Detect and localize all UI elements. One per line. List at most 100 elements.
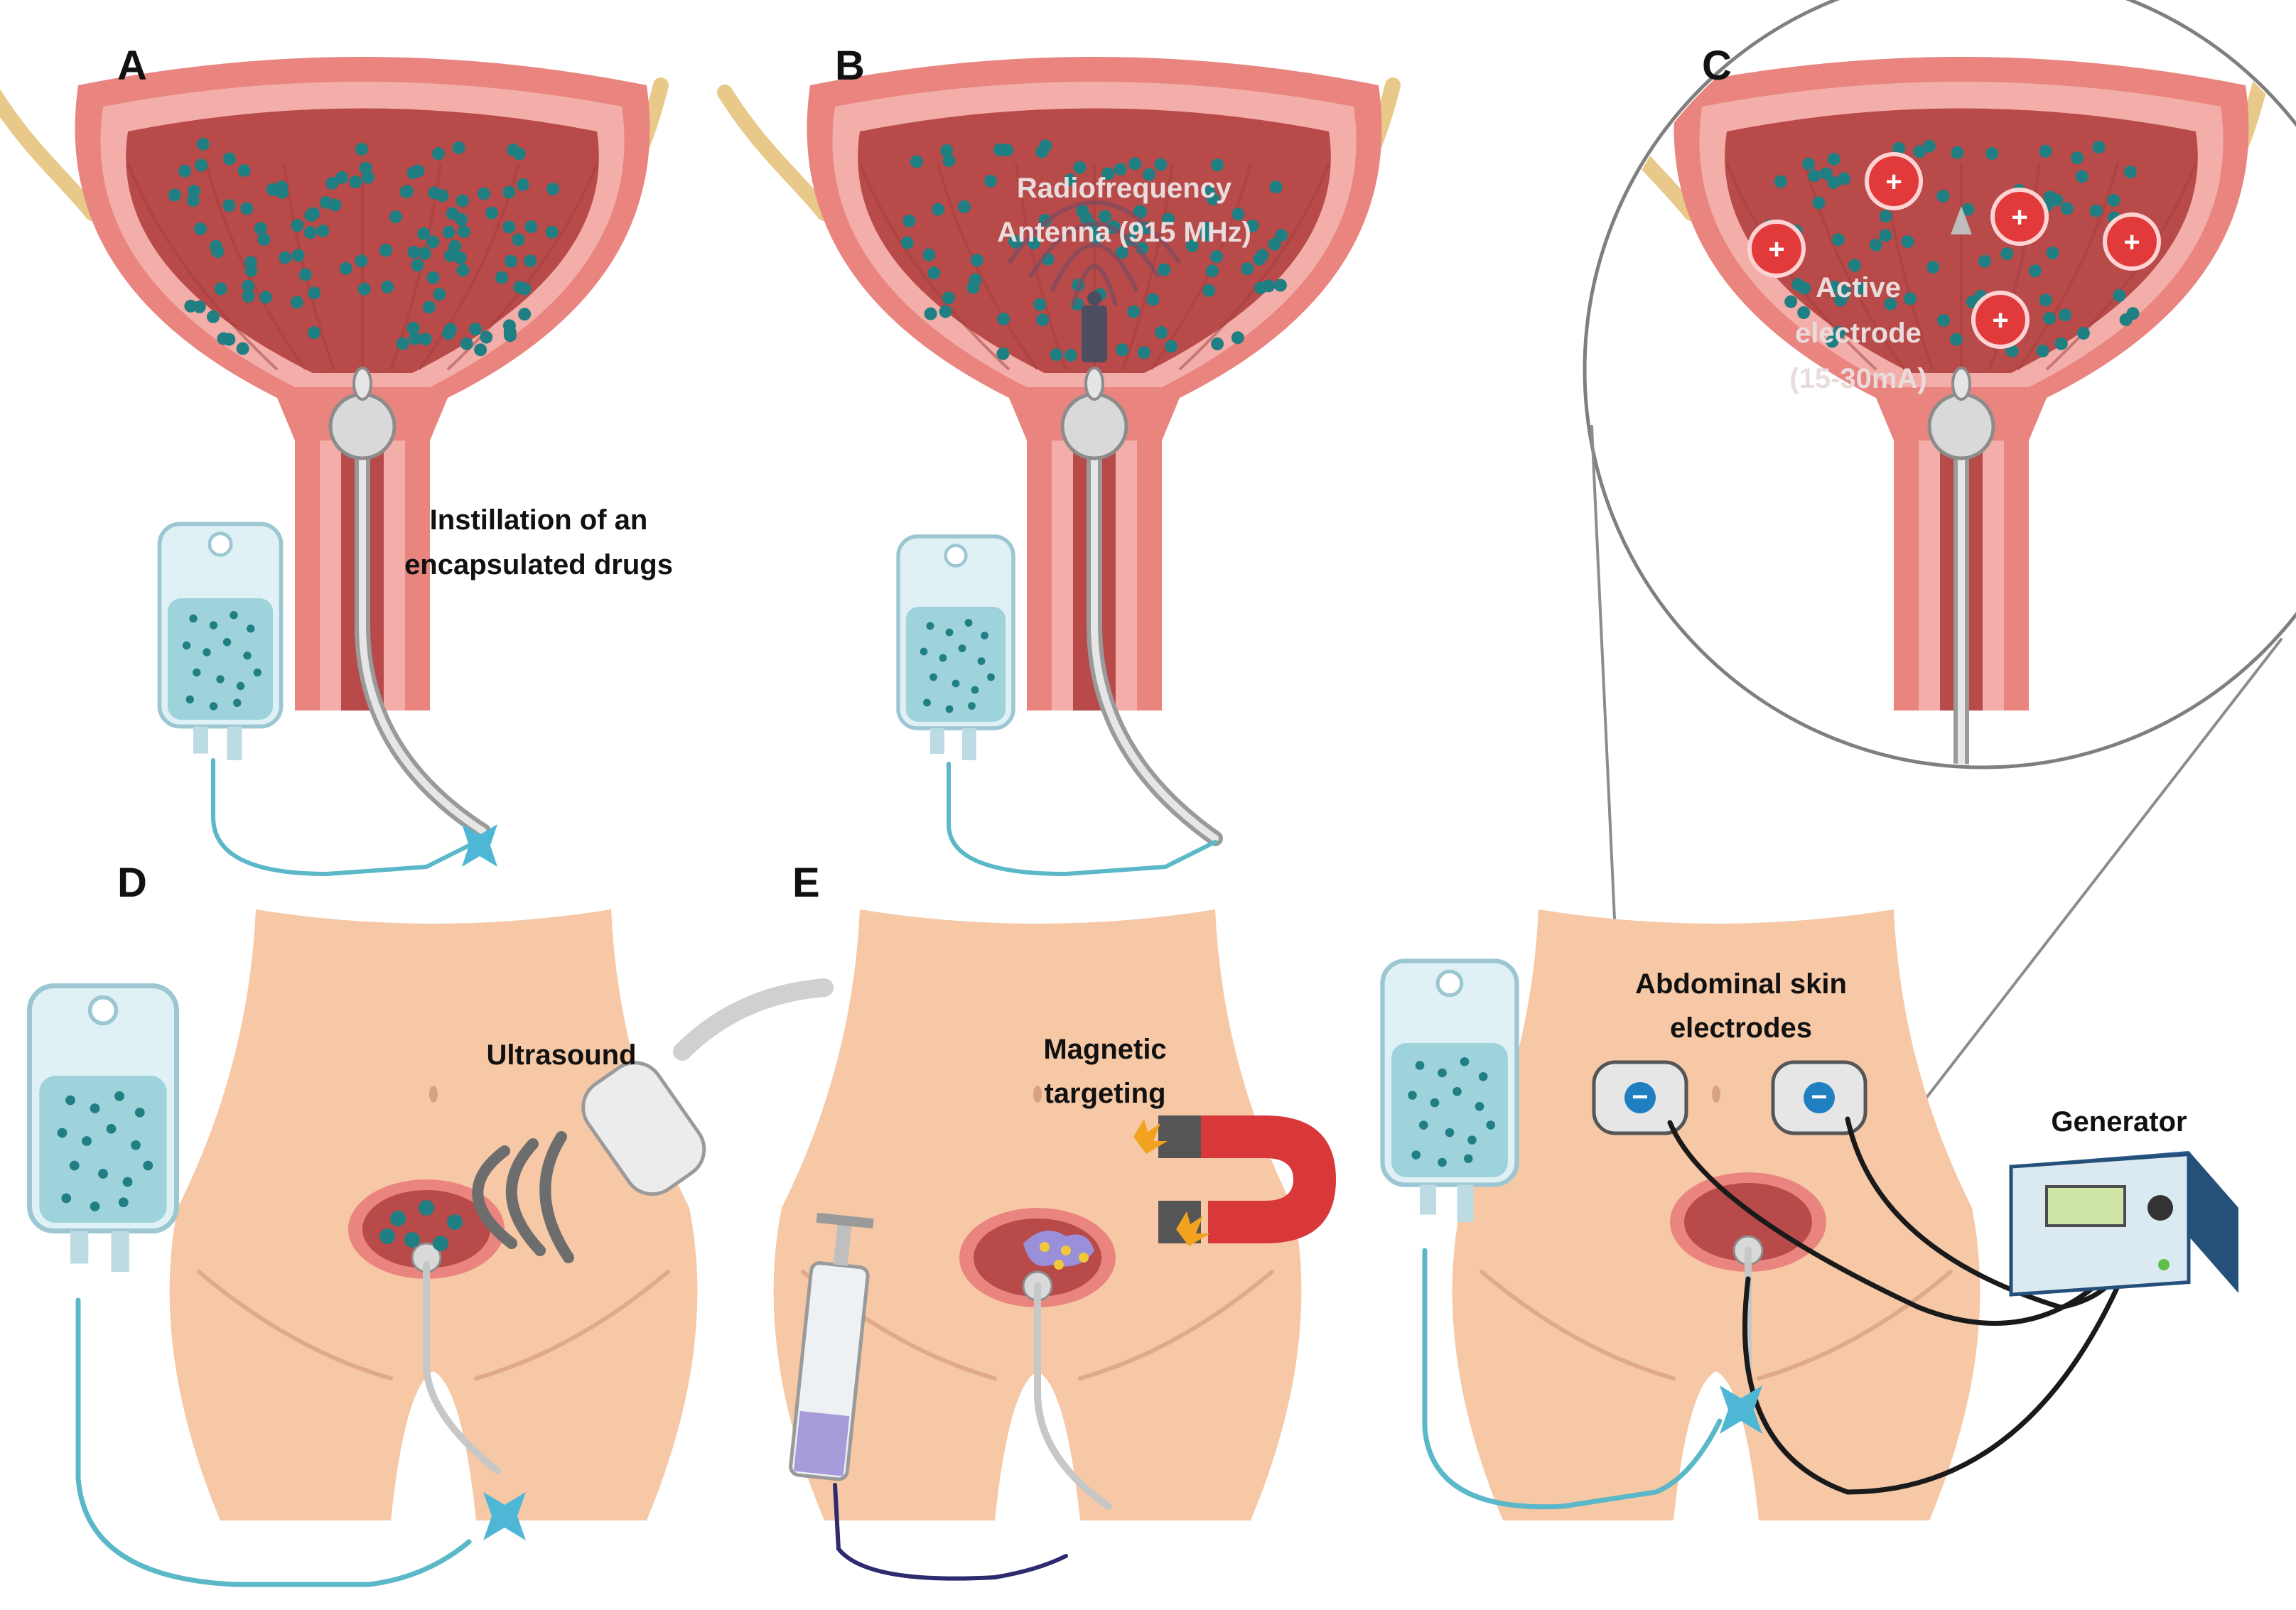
c-drug-particle <box>1828 281 1841 293</box>
a-mucosal-fold <box>205 163 307 371</box>
a-drug-particle <box>524 220 538 233</box>
panel-letter-e: E <box>792 860 820 906</box>
a-tubing-connector <box>462 824 497 867</box>
c-drug-particle <box>2060 202 2074 215</box>
a-drug-particle <box>411 164 425 178</box>
a-drug-particle <box>222 199 236 212</box>
a-drug-particle <box>193 300 206 313</box>
b-drug-particle <box>1036 313 1050 327</box>
caption-active-electrode-line3: (15-30mA) <box>1789 363 1926 394</box>
a-drug-particle <box>320 196 333 210</box>
b-drug-particle <box>1268 237 1281 251</box>
a-drug-particle <box>240 202 254 215</box>
c-drug-particle <box>1926 261 1940 274</box>
c-drug-particle <box>1913 145 1926 158</box>
caption-radiofrequency-line1: Radiofrequency <box>1017 173 1232 204</box>
c-drug-particle <box>1937 313 1950 327</box>
b-drug-particle <box>942 154 956 168</box>
c-drug-particle <box>2123 166 2137 178</box>
b-drug-particle <box>922 248 936 261</box>
a-drug-particle <box>186 194 200 207</box>
panel-letter-d: D <box>117 860 147 906</box>
ultrasound-probe-icon <box>581 1061 706 1196</box>
a-drug-particle <box>431 147 445 161</box>
b-drug-particle <box>1098 210 1111 223</box>
a-drug-particle <box>408 332 421 345</box>
b-drug-particle <box>1089 231 1103 244</box>
c-drug-particle <box>1797 306 1811 319</box>
c-drug-particle <box>2054 337 2068 350</box>
b-mucosal-fold <box>858 163 1010 371</box>
a-drug-particle <box>168 188 181 202</box>
catheter-balloon-icon <box>1060 392 1128 460</box>
b-drug-particle <box>1162 212 1175 226</box>
c-drug-particle <box>1978 254 1991 268</box>
c-drug-particle <box>1879 210 1892 223</box>
generator-side <box>2189 1151 2238 1293</box>
skin-electrode-icon: − <box>1771 1060 1867 1135</box>
negative-charge-sign: − <box>1632 1081 1648 1113</box>
b-drug-particle <box>910 155 923 168</box>
b-drug-particle <box>940 144 954 157</box>
c-drug-particle <box>1812 196 1826 210</box>
b-drug-particle <box>1253 252 1266 266</box>
a-drug-particle <box>507 144 520 157</box>
a-drug-particle <box>308 286 321 300</box>
a-drug-particle <box>419 333 432 346</box>
a-drug-particle <box>242 279 255 293</box>
a-drug-particle <box>339 261 352 275</box>
a-drug-particle <box>504 329 517 342</box>
a-drug-particle <box>222 333 236 346</box>
panel-f: −− <box>1383 909 2238 1520</box>
catheter-balloon-icon <box>328 392 397 460</box>
ultrasound-cable <box>673 978 834 1061</box>
a-drug-particle <box>417 227 431 240</box>
d-tubing-connector <box>483 1492 526 1540</box>
c-drug-particle <box>1892 141 1906 155</box>
panel-e <box>773 909 1336 1581</box>
b-drug-particle <box>957 200 971 213</box>
b-drug-particle <box>1115 246 1128 259</box>
c-drug-particle <box>1831 233 1845 247</box>
e-syringe-tubing <box>833 1483 1068 1581</box>
caption-skin-electrodes-line2: electrodes <box>1670 1012 1812 1044</box>
a-drug-particle <box>349 175 362 189</box>
a-drug-particle <box>546 183 559 195</box>
a-drug-particle <box>257 232 271 246</box>
b-drug-particle <box>1165 340 1178 353</box>
a-drug-particle <box>545 225 559 239</box>
caption-magnetic-line2: targeting <box>1044 1078 1165 1109</box>
ultrasound-wave <box>539 1131 574 1263</box>
a-drug-particle <box>178 164 191 178</box>
b-drug-particle <box>1158 263 1171 276</box>
c-drug-particle <box>1985 147 1999 160</box>
antenna-tip <box>1087 291 1101 306</box>
b-drug-particle <box>1211 158 1224 172</box>
a-catheter-tip <box>352 367 372 401</box>
a-drug-particle <box>428 186 441 200</box>
c-mucosal-fold <box>1804 163 1906 371</box>
b-drug-particle <box>927 266 941 280</box>
c-drug-particle <box>2000 247 2014 261</box>
c-drug-particle <box>1884 297 1897 310</box>
b-drug-particle <box>1128 157 1142 171</box>
b-drug-particle <box>1241 262 1254 276</box>
b-drug-particle <box>984 174 997 188</box>
c-drug-particle <box>2076 327 2090 340</box>
a-drug-particle <box>502 319 516 333</box>
a-drug-particle <box>433 288 446 301</box>
a-mucosal-fold <box>446 163 598 371</box>
a-drug-particle <box>518 308 532 321</box>
a-drug-particle <box>209 239 222 253</box>
e-navel <box>1033 1086 1042 1103</box>
ultrasound-wave <box>505 1138 546 1256</box>
b-drug-particle <box>1155 326 1168 339</box>
b-drug-particle <box>1028 237 1041 249</box>
b-drug-particle <box>1205 264 1219 278</box>
a-drug-particle <box>254 222 267 235</box>
antenna-wave <box>1028 222 1160 279</box>
a-drug-particle <box>422 301 436 314</box>
antenna-wave <box>1050 243 1139 293</box>
a-drug-particle <box>291 219 304 232</box>
b-drug-particle <box>1202 283 1216 297</box>
